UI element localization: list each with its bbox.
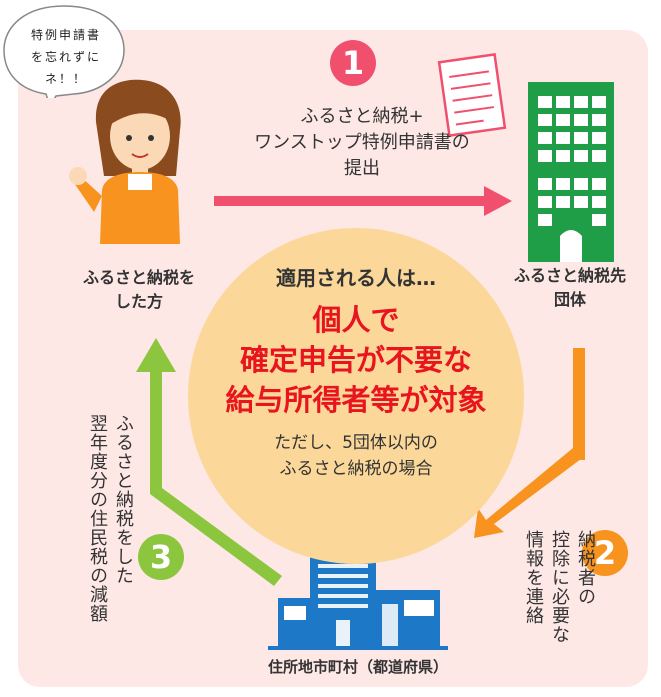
center-note: ただし、5団体以内の ふるさと納税の場合	[210, 430, 502, 482]
arrow-step1	[214, 186, 512, 216]
center-target-line-3: 給与所得者等が対象	[225, 383, 487, 417]
speech-bubble-shape	[3, 5, 125, 98]
arrow-step2	[474, 348, 585, 538]
step1-number-badge: 1	[330, 40, 376, 86]
step2-line-3: 情報を連絡	[523, 530, 544, 625]
green-building-icon	[528, 82, 614, 262]
center-target-line-2: 確定申告が不要な	[239, 343, 472, 377]
bubble-line-3: ネ！！	[44, 72, 87, 86]
step2-line-2: 控除に必要な	[549, 530, 570, 644]
center-target-line-1: 個人で	[312, 303, 400, 337]
center-circle	[188, 228, 524, 564]
arrow-step3	[136, 338, 282, 586]
speech-bubble: 特例申請書 を忘れずに ネ！！	[2, 2, 126, 98]
step2-number-badge: 2	[582, 530, 628, 576]
step2-description: 納税者の 控除に必要な 情報を連絡	[520, 530, 598, 690]
step3-description: ふるさと納税をした 翌年度分の住民税の減額	[84, 414, 136, 686]
municipality-label-line-1: ふるさと納税先	[513, 266, 626, 285]
step1-description: ふるさと納税+ ワンストップ特例申請書の 提出	[220, 104, 504, 182]
center-heading: 適用される人は…	[276, 266, 436, 290]
step3-line-2: 翌年度分の住民税の減額	[87, 414, 108, 623]
municipality-label-line-2: 団体	[553, 290, 586, 309]
document-icon	[437, 53, 507, 137]
step1-line-1: ふるさと納税+	[300, 106, 424, 127]
person-illustration	[69, 79, 181, 244]
municipality-label: ふるさと納税先 団体	[490, 264, 650, 312]
step2-line-1: 納税者の	[575, 530, 596, 606]
prefecture-label: 住所地市町村（都道府県）	[267, 658, 448, 676]
center-note-line-1: ただし、5団体以内の	[274, 433, 438, 453]
person-label-line-1: ふるさと納税を	[82, 268, 195, 287]
bubble-line-2: を忘れずに	[30, 50, 101, 64]
person-label: ふるさと納税を した方	[64, 266, 214, 314]
center-target: 個人で 確定申告が不要な 給与所得者等が対象	[188, 300, 524, 420]
center-note-line-2: ふるさと納税の場合	[279, 459, 433, 479]
step3-number-badge: 3	[138, 534, 184, 580]
person-label-line-2: した方	[114, 292, 163, 311]
step1-line-2: ワンストップ特例申請書の	[254, 132, 470, 153]
step3-line-1: ふるさと納税をした	[113, 414, 134, 585]
step1-line-3: 提出	[344, 158, 380, 179]
bubble-line-1: 特例申請書	[30, 28, 101, 42]
